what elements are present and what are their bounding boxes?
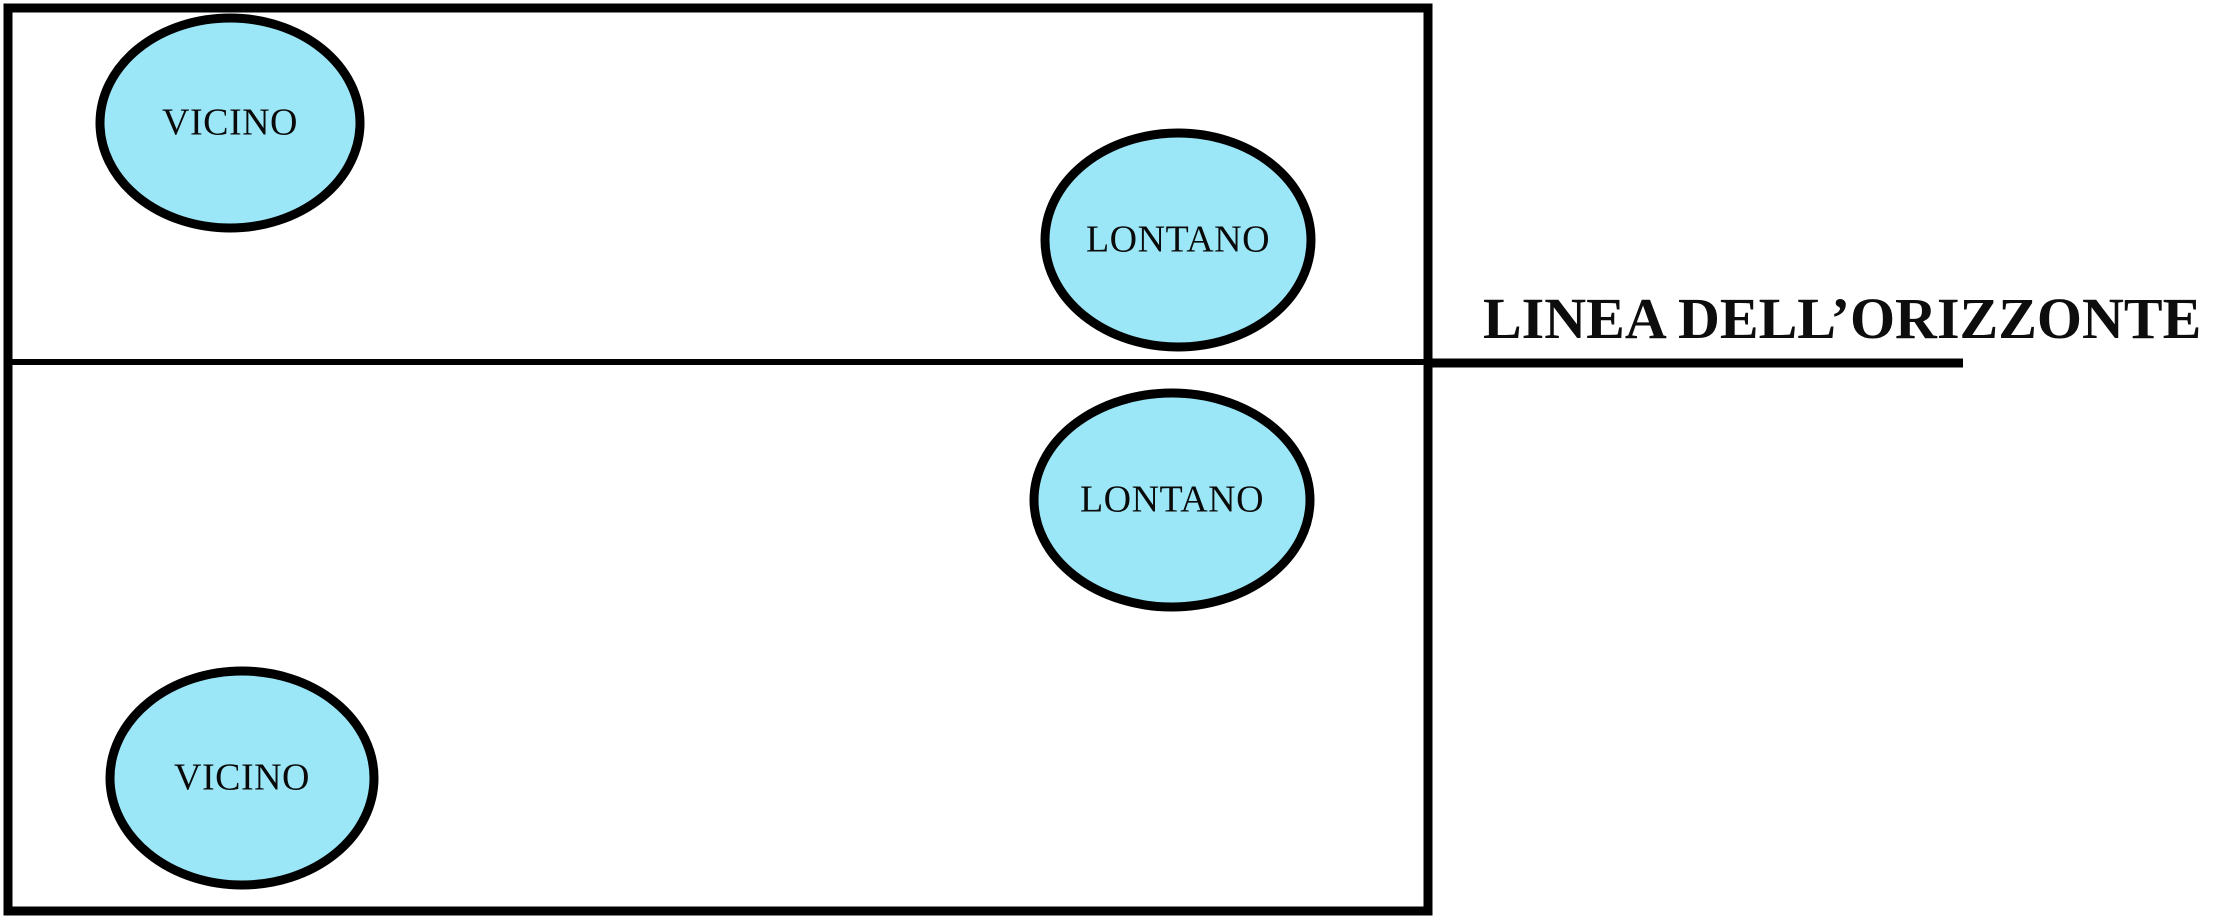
horizon-caption: LINEA DELL’ORIZZONTE <box>1483 286 2201 351</box>
ellipse-vicino-lower-label: VICINO <box>174 757 310 799</box>
ellipse-vicino-upper-shape <box>95 13 365 233</box>
ellipse-lontano-upper-label: LONTANO <box>1086 219 1270 261</box>
ellipse-lontano-upper[interactable]: LONTANO <box>1040 128 1316 352</box>
ellipse-vicino-lower-shape <box>105 666 379 890</box>
ellipse-lontano-lower-label: LONTANO <box>1080 479 1264 521</box>
ellipse-vicino-upper-label: VICINO <box>162 102 298 144</box>
ellipse-lontano-upper-shape <box>1040 128 1316 352</box>
ellipse-vicino-lower[interactable]: VICINO <box>105 666 379 890</box>
ellipse-lontano-lower-shape <box>1029 388 1315 612</box>
ellipse-lontano-lower[interactable]: LONTANO <box>1029 388 1315 612</box>
ellipse-vicino-upper[interactable]: VICINO <box>95 13 365 233</box>
